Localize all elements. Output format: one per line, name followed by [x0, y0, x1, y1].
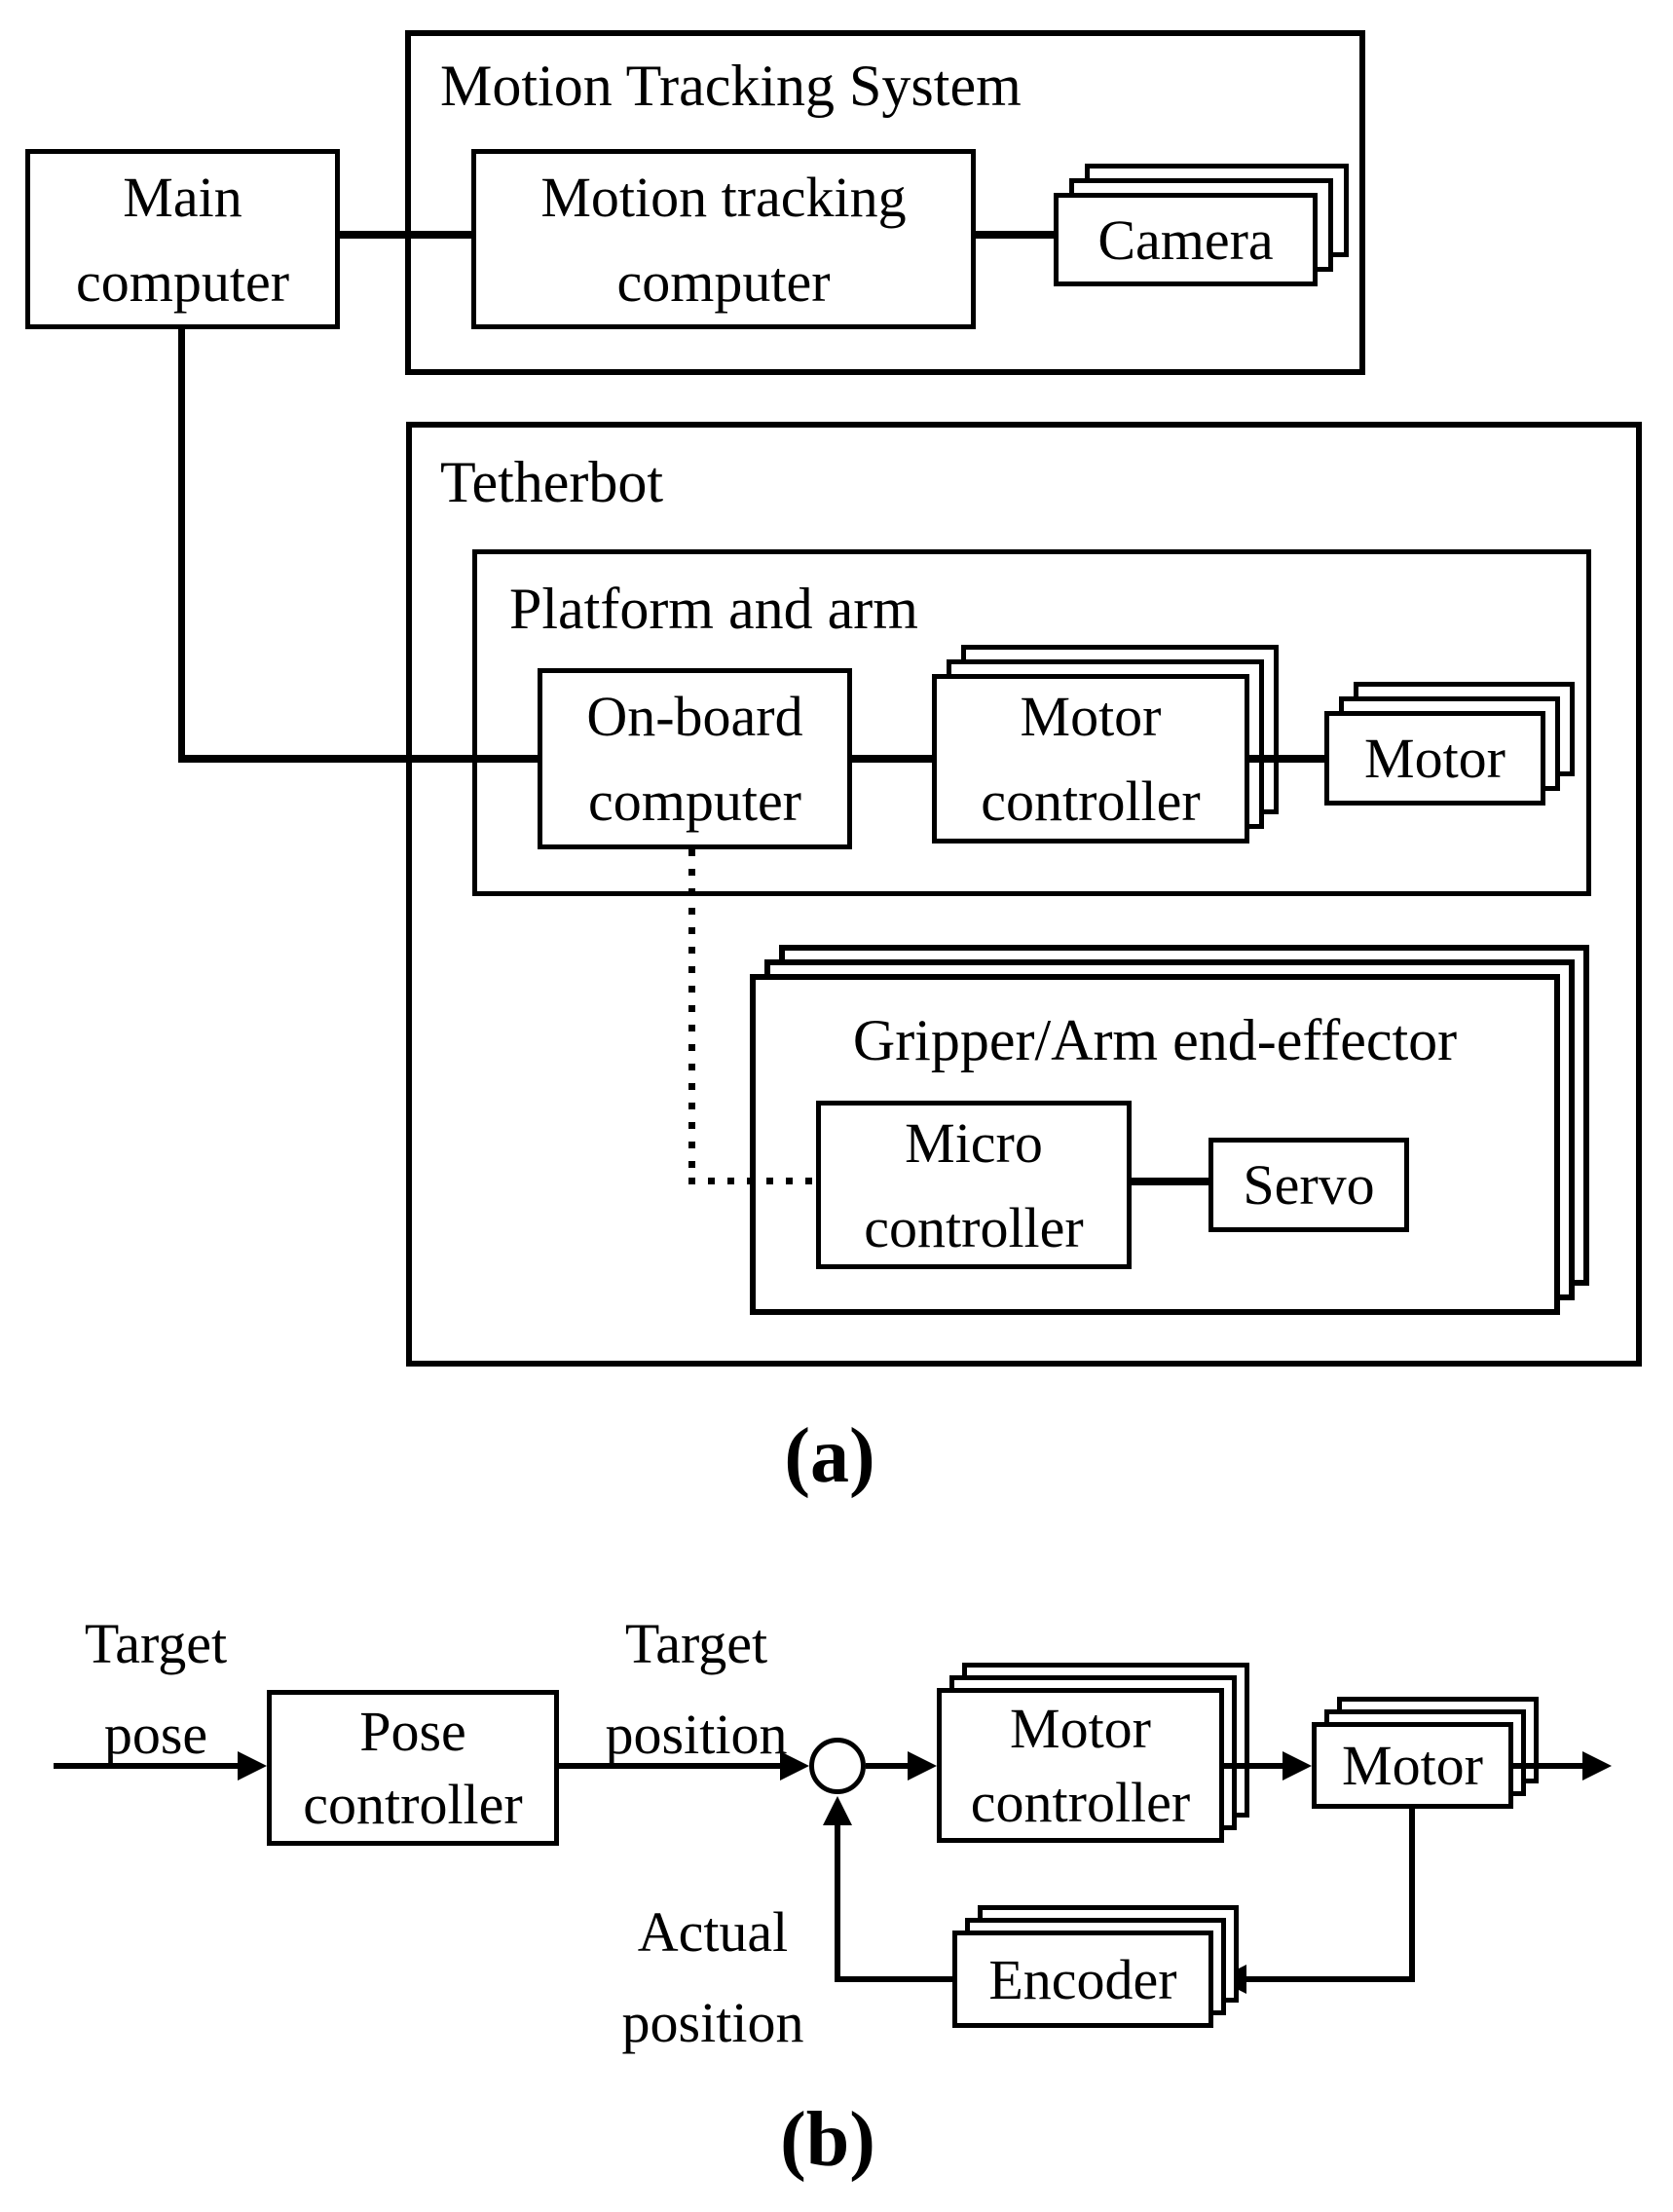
pose-to-sum-arrowhead — [780, 1751, 809, 1781]
link-main-to-onboard — [178, 755, 538, 763]
link-main-to-mtc — [340, 231, 471, 239]
feedback-down-line — [1409, 1807, 1415, 1982]
link-micro-to-servo — [1132, 1178, 1208, 1185]
dotted-link-onboard-down — [688, 849, 695, 1183]
platform-and-arm-title: Platform and arm — [509, 577, 918, 641]
pose-controller-box: Pose controller — [267, 1690, 559, 1846]
actual-position-label: Actual position — [621, 1900, 804, 2054]
output-arrowhead — [1582, 1751, 1612, 1781]
encoder-box: Encoder — [952, 1931, 1213, 2028]
platform-and-arm-group — [472, 549, 1591, 896]
target-position-label: Target position — [605, 1612, 788, 1766]
link-onboard-to-motorcontroller — [852, 755, 932, 763]
pose-to-sum-shaft — [559, 1763, 780, 1769]
feedback-left-line — [835, 1976, 952, 1982]
tetherbot-title: Tetherbot — [440, 450, 664, 514]
feedback-to-sum-arrowhead — [823, 1796, 852, 1825]
link-main-down — [178, 329, 185, 763]
summing-junction — [809, 1738, 866, 1794]
motion-tracking-computer-box: Motion tracking computer — [471, 149, 976, 329]
servo-box: Servo — [1208, 1138, 1409, 1232]
tetherbot-group — [406, 422, 1642, 1367]
input-arrowhead — [238, 1751, 267, 1781]
micro-controller-box: Micro controller — [816, 1101, 1132, 1269]
motor-controller-a-box: Motor controller — [932, 674, 1249, 844]
link-mtc-to-camera — [976, 231, 1054, 239]
motor-b-box: Motor — [1312, 1722, 1513, 1809]
sum-to-mc-shaft — [866, 1763, 908, 1769]
main-computer-box: Main computer — [25, 149, 340, 329]
camera-box: Camera — [1054, 193, 1318, 286]
motor-controller-b-box: Motor controller — [937, 1688, 1224, 1843]
output-arrow-shaft — [1513, 1763, 1582, 1769]
sum-to-mc-arrowhead — [908, 1751, 937, 1781]
input-arrow-shaft — [54, 1763, 238, 1769]
mc-to-motor-shaft — [1224, 1763, 1283, 1769]
gripper-title: Gripper/Arm end-effector — [852, 1008, 1458, 1072]
target-pose-label: Target pose — [84, 1612, 228, 1766]
caption-a: (a) — [784, 1413, 875, 1499]
dotted-link-to-microcontroller — [688, 1178, 816, 1184]
link-motorcontroller-to-motor-a — [1249, 755, 1324, 763]
caption-b: (b) — [780, 2097, 875, 2183]
motion-tracking-system-title: Motion Tracking System — [440, 54, 1022, 118]
onboard-computer-box: On-board computer — [538, 668, 852, 849]
motor-a-box: Motor — [1324, 711, 1545, 806]
feedback-right-line — [1246, 1976, 1415, 1982]
feedback-up-line — [835, 1823, 840, 1982]
mc-to-motor-arrowhead — [1283, 1751, 1312, 1781]
motion-tracking-system-group — [405, 30, 1365, 375]
